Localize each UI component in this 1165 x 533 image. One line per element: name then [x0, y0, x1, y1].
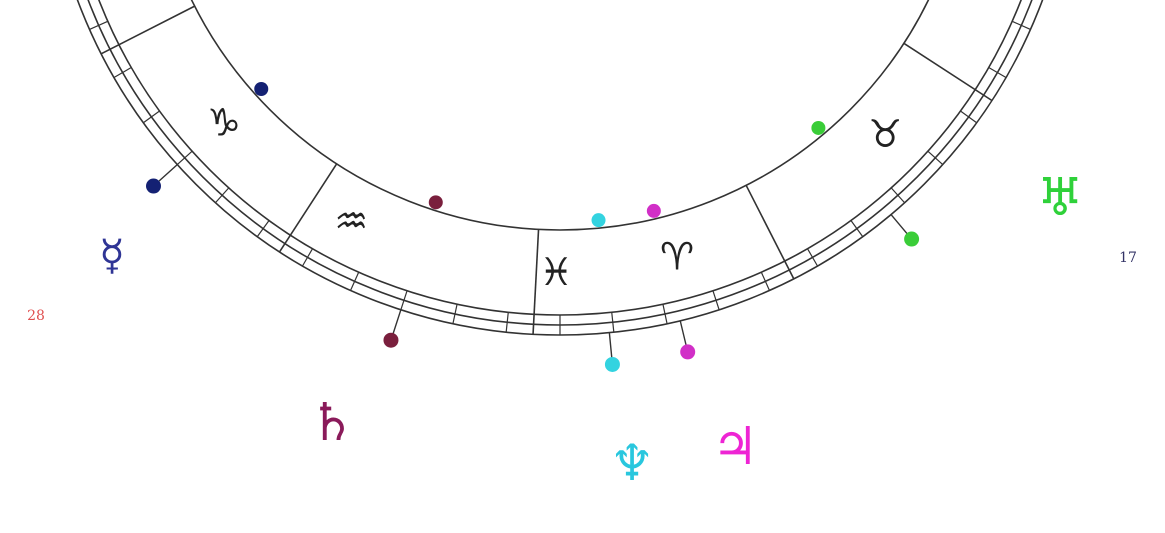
wheel-tick [400, 290, 408, 310]
wheel-tick [113, 66, 132, 79]
mercury-inner-marker [254, 81, 269, 96]
wheel-tick [256, 220, 270, 237]
wheel-tick [214, 187, 230, 204]
wheel-tick [611, 312, 615, 333]
sign-divider-line [100, 5, 196, 55]
sign-glyph-taurus: ♉ [868, 112, 902, 156]
wheel-tick [890, 187, 906, 204]
planet-glyph-mercury: ☿ [99, 231, 125, 280]
sign-glyph-capricorn: ♑ [207, 100, 241, 144]
wheel-tick [505, 312, 509, 333]
neptune-outer-marker [604, 356, 620, 372]
wheel-tick [927, 150, 944, 166]
wheel-tick [301, 248, 314, 267]
uranus-inner-marker [811, 120, 826, 135]
sign-divider-line [745, 184, 795, 280]
wheel-ticks [89, 20, 1031, 335]
wheel-tick [176, 150, 193, 166]
wheel-tick [143, 110, 160, 124]
wheel-tick [452, 304, 458, 324]
wheel-tick [760, 271, 771, 291]
wheel-tick [89, 20, 109, 31]
planet-markers [145, 81, 920, 372]
planet-glyphs: ☿ ♄ ♆ ♃ ♅ [99, 168, 1083, 492]
wheel-tick [349, 271, 360, 291]
saturn-outer-marker [383, 332, 399, 348]
sign-glyphs: ♑ ♒ ♓ ♈ ♉ [207, 100, 902, 294]
jupiter-inner-marker [646, 203, 661, 218]
sign-divider-line [278, 163, 338, 253]
wheel-tick [662, 304, 668, 324]
sign-divider-line [532, 229, 540, 335]
wheel-tick [1011, 20, 1031, 31]
wheel-ring-1 [190, 0, 930, 231]
uranus-outer-marker [904, 231, 920, 247]
sign-glyph-pisces: ♓ [539, 250, 573, 294]
neptune-inner-marker [591, 213, 606, 228]
planet-glyph-saturn: ♄ [309, 393, 356, 453]
wheel-tick [960, 110, 977, 124]
planet-glyph-jupiter: ♃ [712, 417, 759, 477]
sign-divider-line [903, 42, 993, 102]
jupiter-outer-marker [680, 344, 696, 360]
wheel-tick [712, 290, 720, 310]
degree-label: 17 [1119, 250, 1137, 266]
degree-labels: 28 17 [27, 250, 1137, 324]
wheel-tick [806, 248, 819, 267]
planet-glyph-uranus: ♅ [1037, 168, 1084, 228]
sign-glyph-aquarius: ♒ [334, 199, 368, 243]
degree-label: 28 [27, 308, 45, 324]
saturn-inner-marker [428, 195, 443, 210]
planet-glyph-neptune: ♆ [610, 434, 655, 492]
wheel-tick [988, 66, 1007, 79]
mercury-outer-marker [145, 178, 161, 194]
wheel-tick [850, 220, 864, 237]
sign-dividers [100, 5, 993, 335]
sign-glyph-aries: ♈ [660, 235, 694, 279]
